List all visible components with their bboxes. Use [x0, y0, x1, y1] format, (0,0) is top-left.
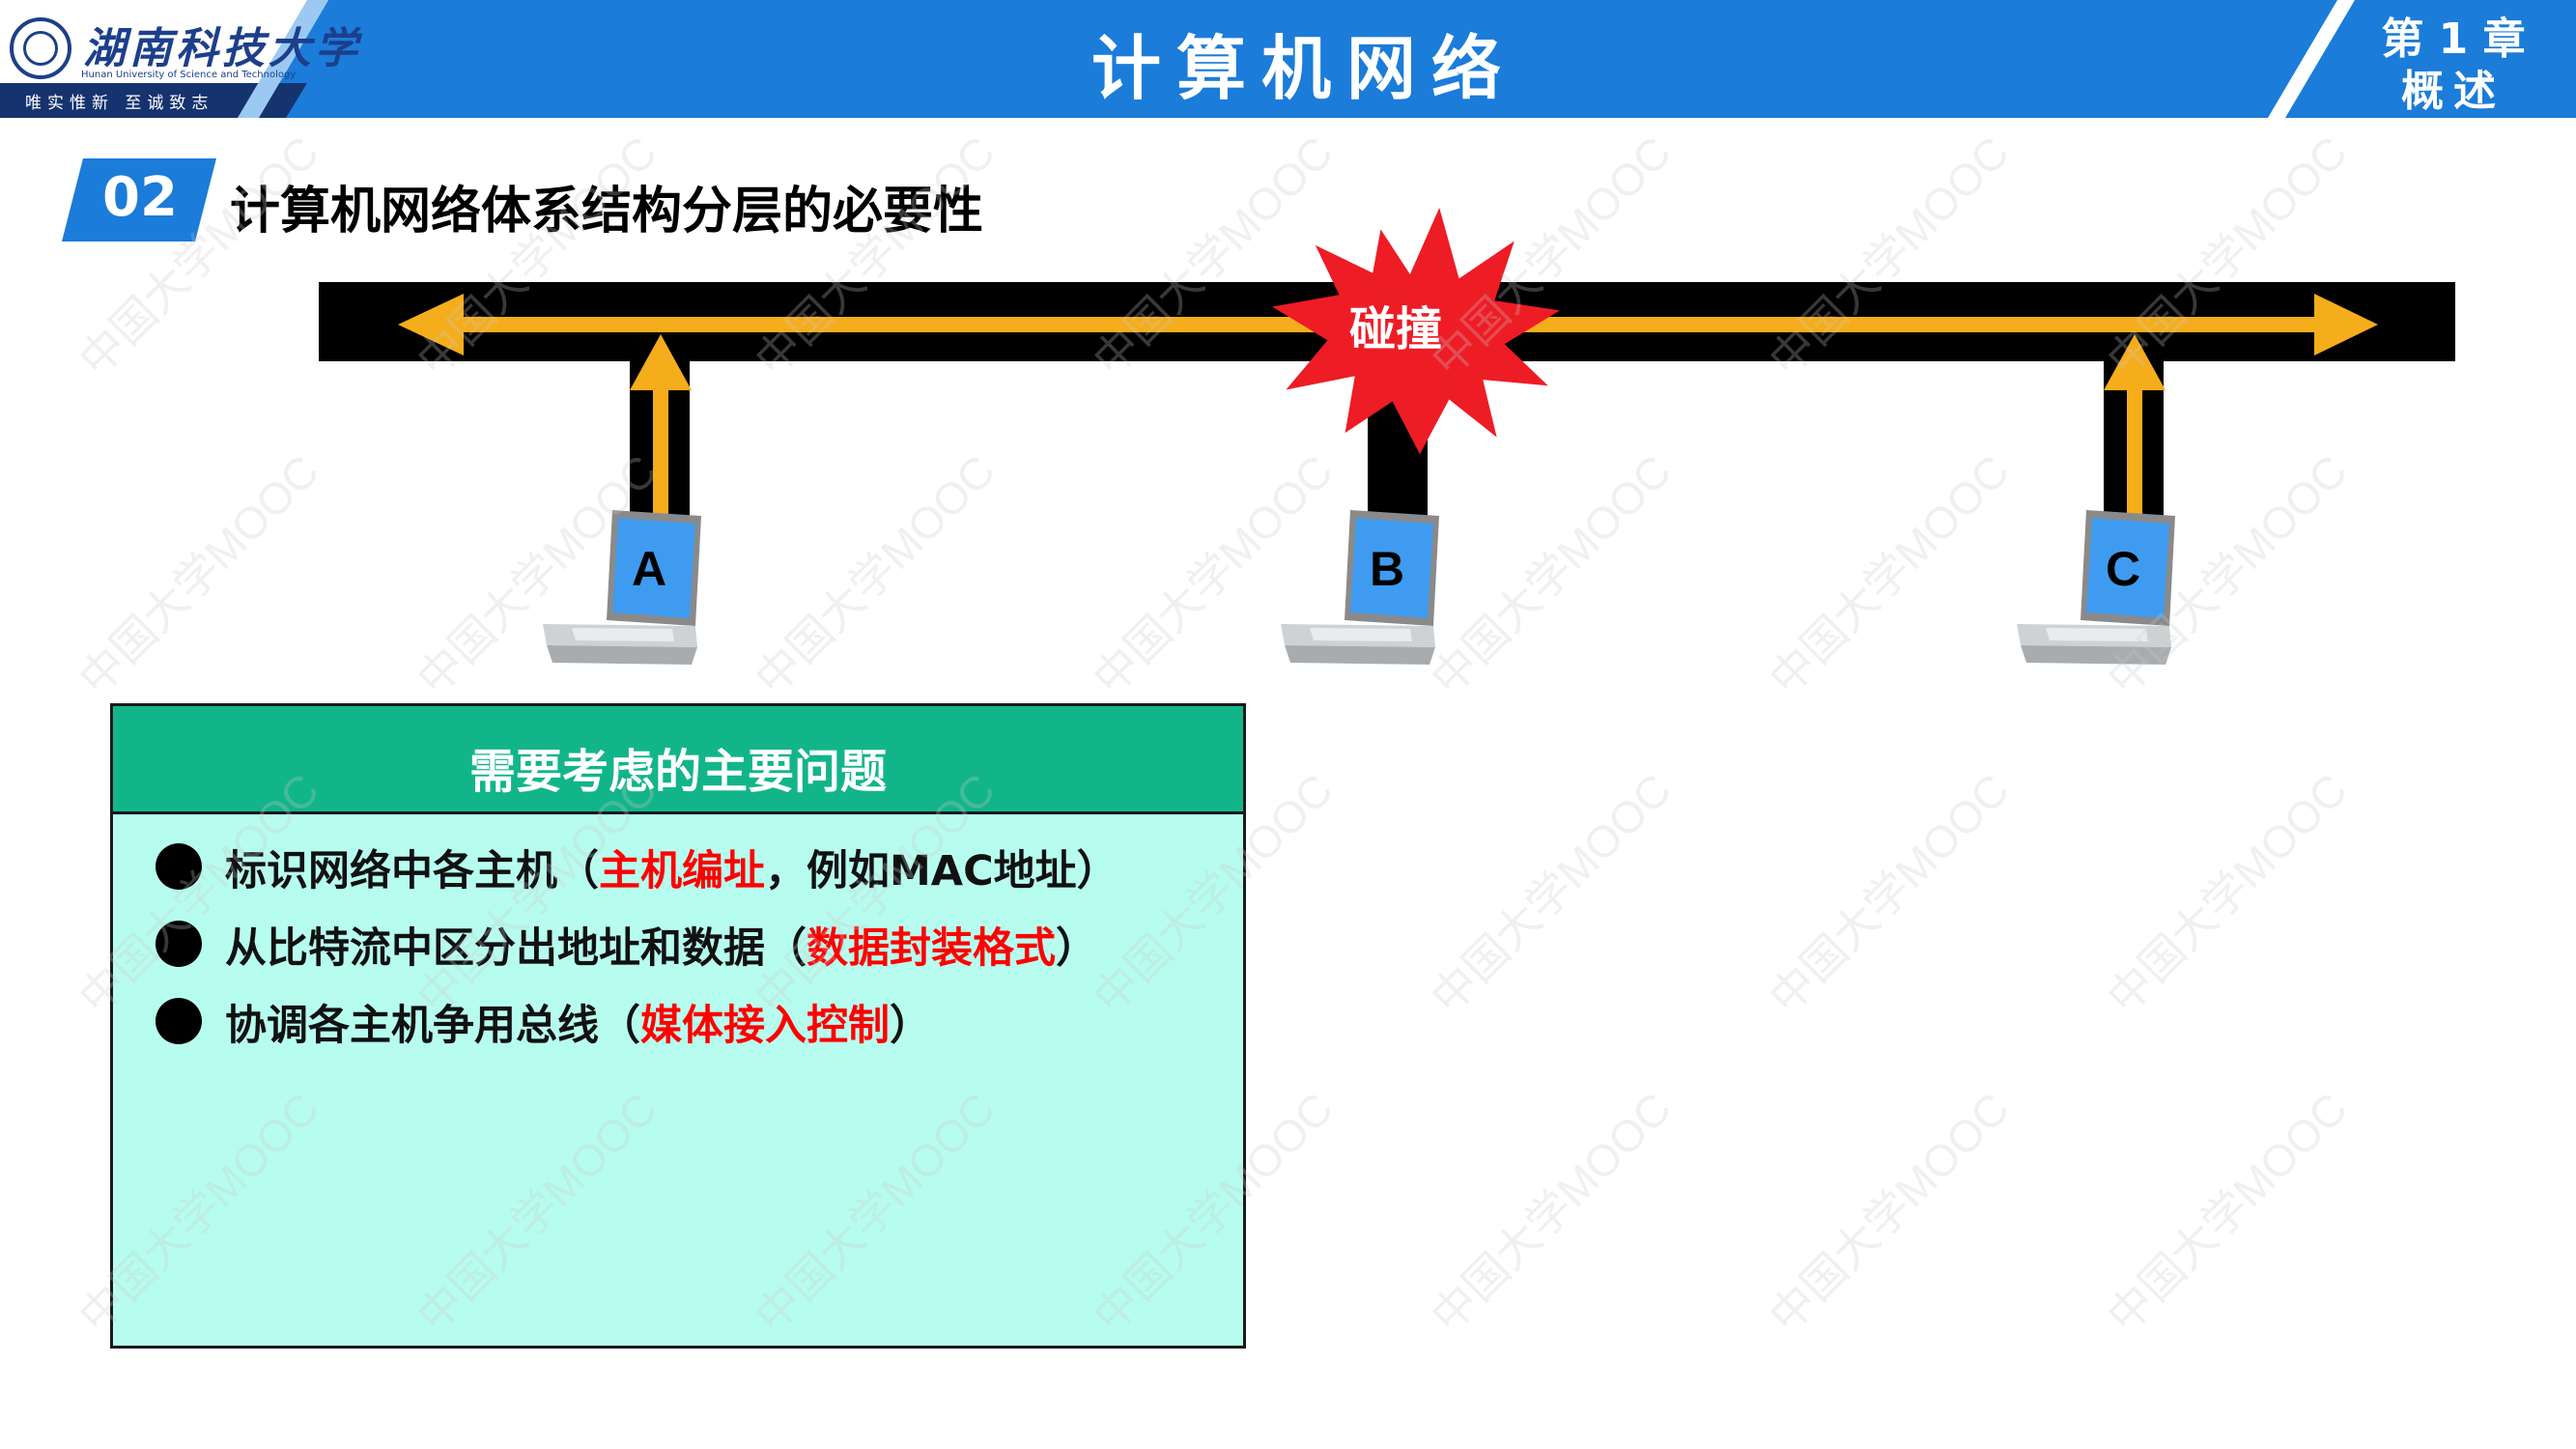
signal-arrow-up-a	[630, 334, 692, 520]
issue-lead: 标识网络中各主机（	[225, 847, 599, 895]
watermark-text: 中国大学MOOC	[1421, 764, 1681, 1024]
university-logo: 湖南科技大学 Hunan University of Science and T…	[6, 8, 357, 116]
issue-suffix: ，例如MAC地址）	[765, 847, 1118, 895]
collision-label: 碰撞	[1348, 302, 1442, 356]
host-a-label: A	[631, 542, 667, 596]
issue-suffix: ）	[1056, 924, 1097, 973]
host-c-label: C	[2105, 542, 2141, 596]
university-motto: 唯实惟新 至诚致志	[25, 94, 214, 113]
issues-panel-title: 需要考虑的主要问题	[468, 745, 887, 799]
signal-arrow-left	[398, 294, 1401, 355]
university-seal-icon	[10, 17, 71, 79]
issues-panel: 需要考虑的主要问题 标识网络中各主机（主机编址，例如MAC地址） 从比特流中区分…	[110, 703, 1246, 1349]
signal-arrow-up-c	[2104, 334, 2166, 520]
issue-lead: 协调各主机争用总线（	[225, 1002, 640, 1050]
laptop-b-icon	[1281, 510, 1439, 665]
course-title: 计算机网络	[1090, 28, 1516, 109]
laptop-a-icon	[543, 510, 701, 665]
issue-highlight: 媒体接入控制	[640, 1002, 890, 1050]
watermark-text: 中国大学MOOC	[2097, 764, 2357, 1024]
university-name-en: Hunan University of Science and Technolo…	[81, 70, 297, 80]
issue-item: 标识网络中各主机（主机编址，例如MAC地址）	[156, 834, 1228, 911]
section-number-badge	[62, 158, 216, 242]
issue-text: 协调各主机争用总线（媒体接入控制）	[225, 992, 931, 1052]
issue-highlight: 主机编址	[599, 847, 765, 895]
laptop-c-icon	[2017, 510, 2175, 665]
bullet-icon	[156, 998, 202, 1044]
watermark-text: 中国大学MOOC	[1421, 1083, 1681, 1343]
watermark-text: 中国大学MOOC	[1759, 764, 2019, 1024]
bullet-icon	[156, 843, 202, 890]
collision-burst-icon	[1272, 208, 1560, 455]
section-title: 计算机网络体系结构分层的必要性	[230, 183, 984, 241]
issue-suffix: ）	[890, 1002, 931, 1050]
issue-text: 从比特流中区分出地址和数据（数据封装格式）	[225, 915, 1097, 975]
issue-lead: 从比特流中区分出地址和数据（	[225, 924, 807, 973]
issues-panel-header: 需要考虑的主要问题	[113, 706, 1243, 814]
issues-list: 标识网络中各主机（主机编址，例如MAC地址） 从比特流中区分出地址和数据（数据封…	[156, 834, 1228, 1065]
header-background	[0, 0, 2576, 118]
issue-highlight: 数据封装格式	[807, 924, 1056, 973]
watermark-text: 中国大学MOOC	[2097, 1083, 2357, 1343]
signal-arrow-right	[1478, 294, 2378, 355]
issue-item: 协调各主机争用总线（媒体接入控制）	[156, 988, 1228, 1065]
chapter-number: 第 1 章	[2381, 14, 2526, 64]
header-bar: 湖南科技大学 Hunan University of Science and T…	[0, 0, 2576, 118]
section-number: 02	[102, 166, 178, 229]
host-b-label: B	[1369, 542, 1405, 596]
bus-diagram	[319, 208, 2455, 665]
watermark-text: 中国大学MOOC	[1759, 1083, 2019, 1343]
bullet-icon	[156, 921, 202, 967]
issue-text: 标识网络中各主机（主机编址，例如MAC地址）	[225, 838, 1118, 897]
chapter-name: 概述	[2401, 67, 2505, 116]
university-name: 湖南科技大学	[83, 24, 361, 73]
issue-item: 从比特流中区分出地址和数据（数据封装格式）	[156, 911, 1228, 988]
